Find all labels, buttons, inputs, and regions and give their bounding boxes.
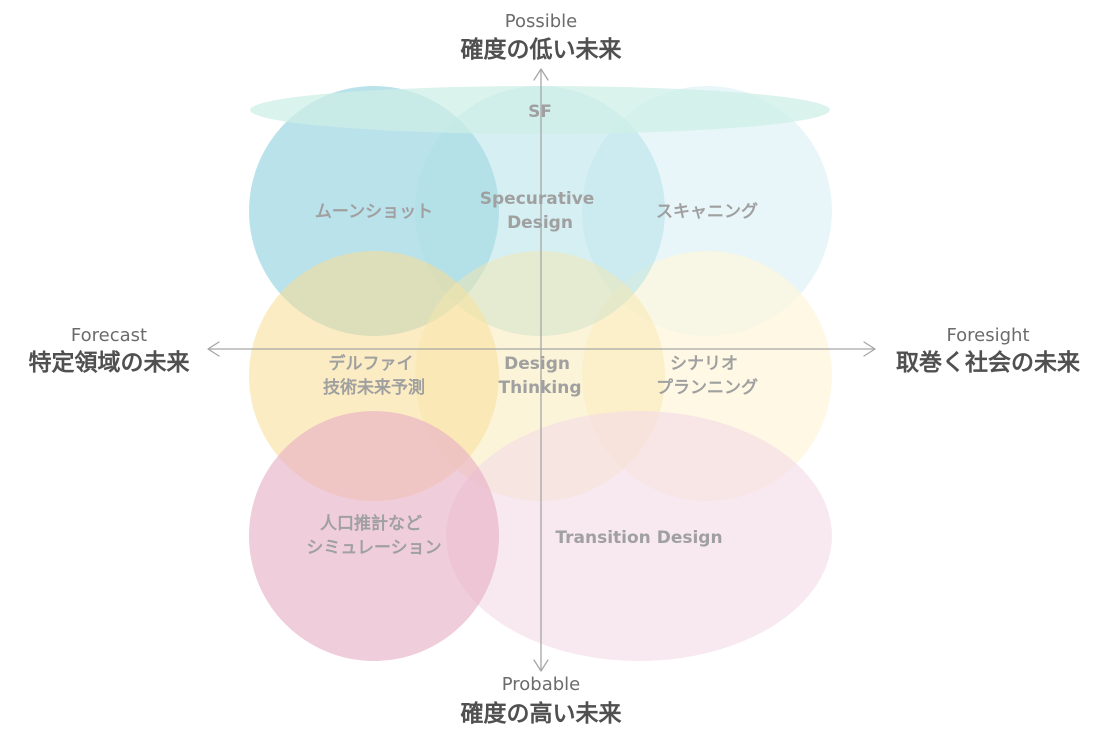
speculative-design-label: Specurative Design xyxy=(480,189,600,233)
axes xyxy=(207,68,876,672)
right-pole-main-label: 取巻く社会の未来 xyxy=(896,349,1081,376)
bottom-pole-main-label: 確度の高い未来 xyxy=(461,700,623,727)
moonshot-label: ムーンショット xyxy=(315,202,433,222)
bubbles xyxy=(249,86,832,661)
region-labels: SF ムーンショット Specurative Design スキャニング デルフ… xyxy=(306,102,758,558)
arrow-left-icon xyxy=(207,341,220,357)
bottom-pole-sub-label: Probable xyxy=(502,674,581,695)
top-pole-main-label: 確度の低い未来 xyxy=(461,36,623,63)
top-pole-sub-label: Possible xyxy=(505,11,577,32)
population-simulation-label: 人口推計など シミュレーション xyxy=(306,513,441,558)
left-pole-main-label: 特定領域の未来 xyxy=(29,349,191,376)
transition-design-label: Transition Design xyxy=(555,528,722,548)
scenario-planning-label: シナリオ プランニング xyxy=(656,354,758,398)
pole-labels: Possible 確度の低い未来 Probable 確度の高い未来 Foreca… xyxy=(29,11,1082,727)
transition-design-bubble xyxy=(446,411,832,661)
arrow-down-icon xyxy=(533,659,549,672)
arrow-up-icon xyxy=(533,68,549,81)
delphi-label: デルファイ 技術未来予測 xyxy=(323,353,425,398)
left-pole-sub-label: Forecast xyxy=(71,325,147,346)
right-pole-sub-label: Foresight xyxy=(946,325,1029,346)
speculative-design-bubble xyxy=(415,86,665,336)
population-simulation-bubble xyxy=(249,411,499,661)
design-thinking-label: Design Thinking xyxy=(498,354,581,398)
scanning-label: スキャニング xyxy=(656,201,758,222)
sf-bubble xyxy=(250,86,830,134)
arrow-right-icon xyxy=(863,341,876,357)
sf-label: SF xyxy=(528,102,552,122)
